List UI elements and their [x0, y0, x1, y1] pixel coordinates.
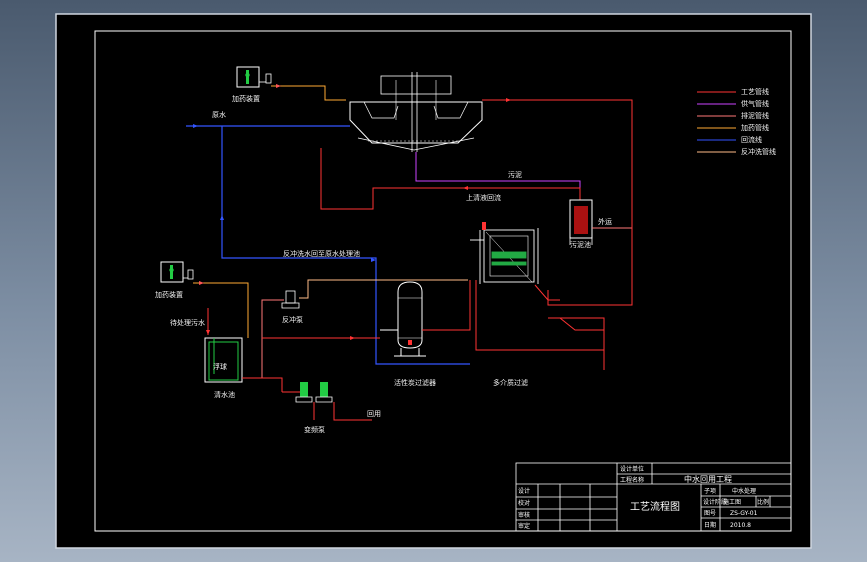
company-label: 设计单位 [620, 465, 644, 473]
supernatant-label: 上清液回流 [466, 193, 501, 202]
pretreated-label: 待处理污水 [170, 318, 205, 327]
filter-press [470, 222, 539, 284]
backwash-pump-label: 反冲泵 [282, 315, 303, 324]
legend-label-backwash: 反冲洗管线 [741, 147, 776, 156]
drawing-border [94, 30, 792, 532]
sludge-tank-label: 污泥池 [570, 240, 591, 249]
clear-tank-label: 清水池 [214, 390, 235, 399]
multimedia-filter-label: 多介质过滤 [493, 378, 528, 387]
legend-label-process: 工艺管线 [741, 87, 769, 96]
sludge-out-label: 外运 [598, 217, 612, 226]
date-label: 日期 [704, 521, 716, 529]
phase-label: 设计阶段 [703, 498, 727, 506]
sludge-flow-label: 污泥 [508, 171, 522, 179]
phase-value: 施工图 [723, 498, 741, 506]
project-label: 工程名称 [620, 476, 644, 484]
legend-label-dosing: 加药管线 [741, 123, 769, 132]
dosing-device-left: 加药装置 [155, 261, 194, 299]
project-name: 中水回用工程 [684, 474, 732, 484]
item-label: 子项 [704, 488, 716, 495]
design-label: 设计 [518, 487, 530, 495]
vfd-pumps: 变频泵 [295, 382, 333, 434]
supernatant-return-line [320, 148, 581, 210]
reuse-label: 回用 [367, 410, 381, 418]
legend-label-aeration: 供气管线 [741, 99, 769, 108]
check-label: 校对 [518, 499, 530, 507]
backwash-recycle-line [221, 126, 470, 365]
backwash-drain-label: 反冲洗水回至原水处理池 [283, 249, 360, 258]
date-value: 2010.8 [730, 522, 751, 529]
title-block [515, 462, 792, 532]
item-value: 中水处理 [732, 487, 756, 495]
raw-water-label: 原水 [212, 110, 226, 119]
drawing-no-label: 图号 [704, 510, 716, 517]
legend-label-recycle: 回流线 [741, 135, 762, 144]
dosing-device-top: 加药装置 [232, 66, 272, 103]
clear-water-tank: 浮球 清水池 [204, 337, 243, 399]
review-label: 审核 [518, 511, 530, 519]
floating-ball-label: 浮球 [213, 362, 227, 371]
clarifier-tank [349, 72, 483, 152]
approve-label: 审定 [518, 522, 530, 530]
drawing-no-value: ZS-GY-01 [730, 510, 758, 517]
scale-label: 比例 [757, 498, 769, 506]
legend: 工艺管线 供气管线 排泥管线 加药管线 回流线 反冲洗管线 [697, 87, 776, 156]
vfd-pump-label: 变频泵 [304, 425, 325, 434]
carbon-filter-label: 活性炭过滤器 [394, 378, 436, 387]
dosing-device-top-label: 加药装置 [232, 94, 260, 103]
backwash-pump: 反冲泵 [281, 290, 303, 324]
sludge-tank: 污泥池 [569, 199, 593, 249]
dosing-device-left-label: 加药装置 [155, 290, 183, 299]
drawing-sheet [55, 13, 812, 549]
dosing-line-top [271, 85, 346, 101]
activated-carbon-filter [380, 281, 426, 357]
dosing-line-left [193, 282, 249, 338]
drawing-title: 工艺流程图 [630, 500, 680, 513]
legend-label-sludge: 排泥管线 [741, 111, 769, 120]
